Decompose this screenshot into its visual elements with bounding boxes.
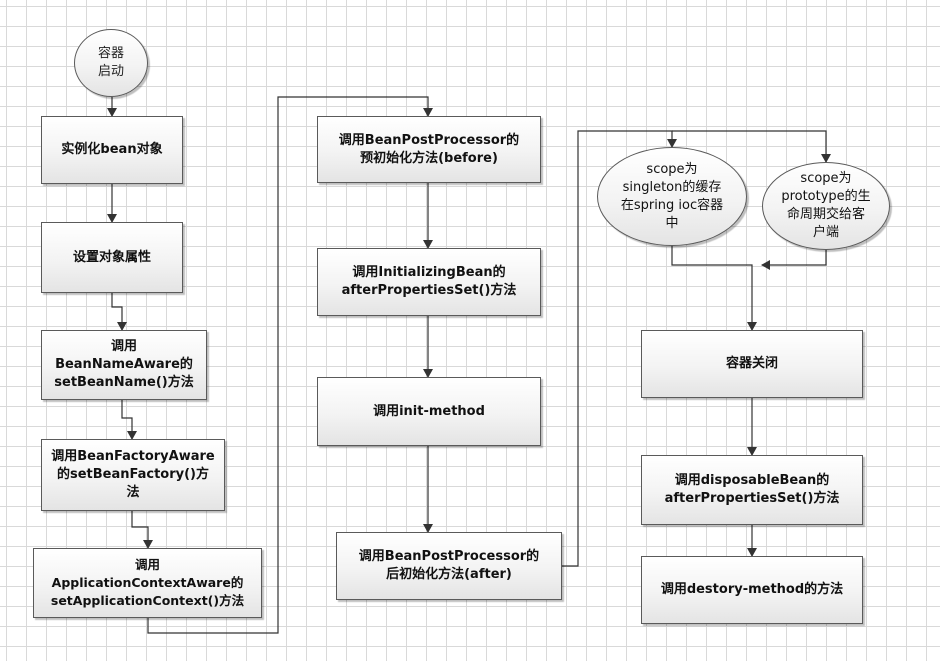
- initializingbean-node: 调用InitializingBean的 afterPropertiesSet()…: [317, 248, 541, 316]
- initializingbean-line-2: afterPropertiesSet()方法: [341, 283, 517, 298]
- singleton-scope-line-2: singleton的缓存: [622, 179, 722, 195]
- disposablebean-line-2: afterPropertiesSet()方法: [664, 491, 840, 506]
- postprocessor-before-line-2: 预初始化方法(before): [360, 150, 498, 166]
- postprocessor-after-node: 调用BeanPostProcessor的 后初始化方法(after): [336, 532, 562, 600]
- appcontext-aware-line-2: ApplicationContextAware的: [51, 575, 244, 590]
- disposablebean-node: 调用disposableBean的 afterPropertiesSet()方法: [641, 455, 863, 525]
- edge-set-properties-to-beanname: [111, 293, 127, 331]
- postprocessor-before-line-1: 调用BeanPostProcessor的: [338, 132, 520, 148]
- edge-after-to-singleton: [562, 130, 677, 567]
- edge-appcontext-to-postprocessor-before: [147, 96, 433, 634]
- beanfactory-aware-line-1: 调用BeanFactoryAware: [51, 449, 215, 464]
- container-start-line-1: 容器: [97, 46, 124, 61]
- container-start-line-2: 启动: [97, 64, 124, 79]
- appcontext-aware-line-1: 调用: [134, 557, 160, 572]
- singleton-scope-node: scope为 singleton的缓存 在spring ioc容器 中: [597, 147, 747, 246]
- singleton-scope-line-4: 中: [665, 215, 679, 231]
- edge-prototype-to-shutdown: [761, 250, 827, 270]
- destroy-method-node: 调用destory-method的方法: [641, 556, 863, 624]
- postprocessor-after-line-1: 调用BeanPostProcessor的: [358, 549, 540, 564]
- beanname-aware-line-1: 调用: [110, 339, 137, 354]
- set-properties-node: 设置对象属性: [41, 222, 183, 293]
- singleton-scope-line-1: scope为: [646, 161, 698, 177]
- beanfactory-aware-line-2: 的setBeanFactory()方: [56, 467, 210, 482]
- init-method-line-1: 调用init-method: [373, 403, 485, 419]
- appcontext-aware-node: 调用 ApplicationContextAware的 setApplicati…: [33, 548, 262, 618]
- container-start-node: 容器 启动: [74, 29, 148, 97]
- initializingbean-line-1: 调用InitializingBean的: [352, 265, 506, 280]
- beanname-aware-line-3: setBeanName()方法: [54, 375, 194, 390]
- singleton-scope-line-3: 在spring ioc容器: [620, 197, 724, 213]
- disposablebean-line-1: 调用disposableBean的: [674, 473, 830, 488]
- instantiate-bean-line-1: 实例化bean对象: [61, 142, 163, 157]
- beanfactory-aware-line-3: 法: [126, 485, 140, 500]
- postprocessor-after-line-2: 后初始化方法(after): [386, 567, 512, 582]
- edge-beanfactory-to-appcontext: [131, 511, 153, 549]
- prototype-scope-line-4: 户端: [812, 225, 839, 240]
- prototype-scope-line-1: scope为: [800, 171, 852, 186]
- container-shutdown-node: 容器关闭: [641, 330, 863, 398]
- instantiate-bean-node: 实例化bean对象: [41, 116, 183, 184]
- beanfactory-aware-node: 调用BeanFactoryAware 的setBeanFactory()方 法: [41, 439, 225, 511]
- appcontext-aware-line-3: setApplicationContext()方法: [50, 593, 245, 608]
- edge-after-to-prototype: [672, 130, 831, 163]
- init-method-node: 调用init-method: [317, 377, 541, 446]
- edge-singleton-to-shutdown: [671, 246, 757, 331]
- prototype-scope-line-2: prototype的生: [781, 189, 871, 204]
- beanname-aware-line-2: BeanNameAware的: [55, 357, 193, 372]
- prototype-scope-node: scope为 prototype的生 命周期交给客 户端: [762, 162, 890, 250]
- beanname-aware-node: 调用 BeanNameAware的 setBeanName()方法: [41, 330, 207, 400]
- set-properties-line-1: 设置对象属性: [72, 249, 151, 265]
- postprocessor-before-node: 调用BeanPostProcessor的 预初始化方法(before): [317, 116, 541, 183]
- edge-beanname-to-beanfactory: [121, 400, 137, 440]
- destroy-method-line-1: 调用destory-method的方法: [660, 582, 844, 597]
- prototype-scope-line-3: 命周期交给客: [786, 207, 865, 222]
- container-shutdown-line-1: 容器关闭: [725, 356, 778, 371]
